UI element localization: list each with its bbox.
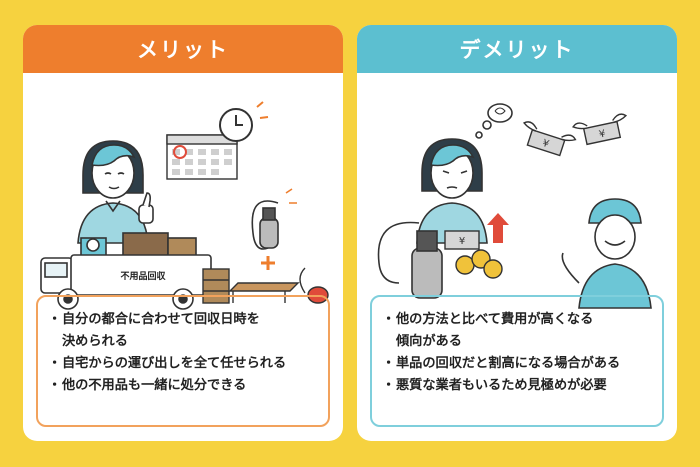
list-item-text: 単品の回収だと割高になる場合がある — [396, 356, 621, 371]
worker-icon — [561, 198, 652, 309]
woman-thumbs-up — [77, 140, 154, 244]
table-icon — [228, 282, 300, 303]
list-item: ・ 自分の都合に合わせて回収日時を 決められる — [48, 309, 318, 353]
plus-icon — [261, 256, 275, 270]
demerit-list: ・ 他の方法と比べて費用が高くなる 傾向がある ・ 単品の回収だと割高になる場合… — [370, 295, 664, 427]
flying-money-icon: ¥ ¥ — [522, 113, 628, 157]
merit-header: メリット — [23, 25, 343, 73]
list-item-text: 決められる — [62, 334, 128, 349]
list-item-text: 他の方法と比べて費用が高くなる — [396, 312, 594, 327]
merit-title: メリット — [137, 38, 229, 62]
list-item: ・ 他の方法と比べて費用が高くなる 傾向がある — [382, 309, 652, 353]
list-item: ・ 自宅からの運び出しを全て任せられる — [48, 353, 318, 375]
cabinet-icon — [202, 268, 230, 304]
merit-card: メリット — [23, 25, 343, 441]
list-item-text: 自宅からの運び出しを全て任せられる — [62, 356, 287, 371]
merit-list: ・ 自分の都合に合わせて回収日時を 決められる ・ 自宅からの運び出しを全て任せ… — [36, 295, 330, 427]
svg-text:¥: ¥ — [541, 138, 550, 150]
vacuum-icon — [251, 188, 297, 250]
truck-label: 不用品回収 — [120, 270, 166, 282]
list-item: ・ 他の不用品も一緒に処分できる — [48, 375, 318, 397]
list-item: ・ 悪質な業者もいるため見極めが必要 — [382, 375, 652, 397]
svg-text:¥: ¥ — [598, 128, 607, 140]
calendar-icon — [166, 134, 238, 180]
demerit-title: デメリット — [459, 38, 575, 62]
vacuum-icon — [377, 221, 443, 299]
list-item-text: 他の不用品も一緒に処分できる — [62, 378, 247, 393]
merit-illustration: 不用品回収 — [40, 101, 329, 310]
money-icon: ¥ — [444, 230, 503, 279]
demerit-illustration: ¥ ¥ ¥ — [377, 103, 652, 309]
list-item: ・ 単品の回収だと割高になる場合がある — [382, 353, 652, 375]
svg-text:¥: ¥ — [459, 236, 465, 247]
list-item-text: 悪質な業者もいるため見極めが必要 — [396, 378, 607, 393]
demerit-header: デメリット — [357, 25, 677, 73]
list-item-text: 自分の都合に合わせて回収日時を — [62, 312, 260, 327]
arrow-up-icon — [487, 213, 509, 243]
list-item-text: 傾向がある — [396, 334, 462, 349]
clock-icon — [219, 101, 269, 142]
truck-icon — [40, 232, 212, 310]
demerit-card: デメリット ¥ ¥ — [357, 25, 677, 441]
